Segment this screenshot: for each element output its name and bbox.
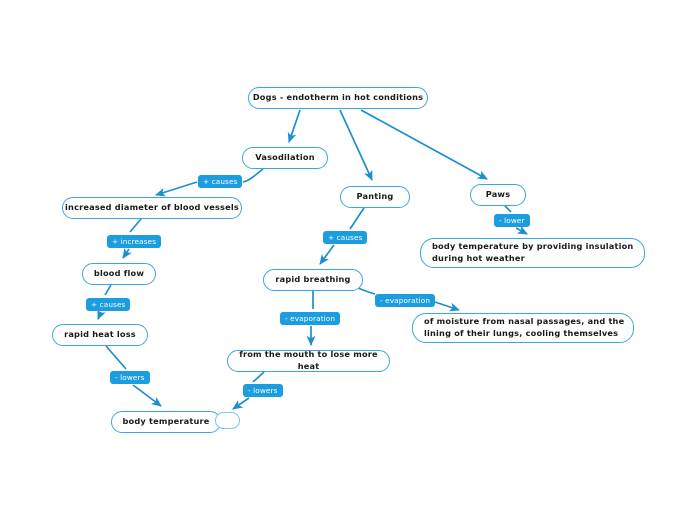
edge-label-causes-panting[interactable]: + causes <box>323 231 368 244</box>
node-paws[interactable]: Paws <box>470 184 526 206</box>
edge-root-paws <box>360 109 488 180</box>
edge-label-text: - lowers <box>115 373 145 382</box>
node-vasodilation[interactable]: Vasodilation <box>242 147 328 169</box>
node-vasodilation-label: Vasodilation <box>255 152 315 163</box>
edge-panting-label <box>349 207 365 230</box>
edge-vasodilation-label <box>242 168 264 183</box>
edge-label-text: - evaporation <box>285 314 336 323</box>
node-from-the-mouth[interactable]: from the mouth to lose more heat <box>227 349 390 372</box>
node-root-label: Dogs - endotherm in hot conditions <box>252 92 424 103</box>
node-rapid-heat-loss[interactable]: rapid heat loss <box>52 324 148 346</box>
edge-label-text: - lower <box>499 216 525 225</box>
node-insulation[interactable]: body temperature by providing insulation… <box>420 238 645 268</box>
node-moisture[interactable]: of moisture from nasal passages, and the… <box>412 313 634 343</box>
node-blood-flow-label: blood flow <box>93 268 145 279</box>
node-increased-diameter-label: increased diameter of blood vessels <box>65 202 239 213</box>
edge-mouth-label <box>252 371 265 383</box>
edge-label-lower-paws[interactable]: - lower <box>494 214 530 227</box>
edge-label-bodytemp <box>132 384 162 407</box>
node-rapid-breathing[interactable]: rapid breathing <box>263 269 363 291</box>
edge-label-diameter <box>155 181 198 197</box>
edge-label-lowers-mouth[interactable]: - lowers <box>243 384 283 397</box>
edge-diameter-label <box>129 218 142 233</box>
edge-label-text: - evaporation <box>380 296 431 305</box>
edge-label-causes-vasodilation[interactable]: + causes <box>198 175 243 188</box>
node-paws-label: Paws <box>485 189 511 200</box>
edge-label-causes-blood-flow[interactable]: + causes <box>86 298 131 311</box>
node-rapid-heat-loss-label: rapid heat loss <box>64 329 136 340</box>
node-panting-label: Panting <box>356 191 394 202</box>
edge-label-text: + causes <box>328 233 363 242</box>
edge-heatloss-label <box>105 345 127 370</box>
edge-root-panting <box>339 109 373 181</box>
edge-label-evaporation-moisture[interactable]: - evaporation <box>375 294 436 307</box>
node-root[interactable]: Dogs - endotherm in hot conditions <box>248 87 428 109</box>
node-panting[interactable]: Panting <box>340 186 410 208</box>
edge-label-increases[interactable]: + increases <box>107 235 162 248</box>
edge-label-insulation <box>515 225 528 235</box>
edge-label-stub <box>232 397 250 410</box>
edge-root-vasodilation <box>287 109 301 143</box>
node-moisture-label: of moisture from nasal passages, and the… <box>424 316 625 338</box>
edge-label-bloodflow <box>122 247 132 259</box>
node-from-the-mouth-label: from the mouth to lose more heat <box>239 349 378 371</box>
edge-label-text: + causes <box>203 177 238 186</box>
edge-paws-label <box>504 205 512 213</box>
edge-label-moisture <box>434 301 460 312</box>
node-empty-stub[interactable] <box>215 412 240 429</box>
edge-breathing-evap2 <box>357 287 376 295</box>
node-increased-diameter[interactable]: increased diameter of blood vessels <box>62 197 242 219</box>
edge-label-evaporation-mouth[interactable]: - evaporation <box>280 312 341 325</box>
node-body-temperature-label: body temperature <box>122 416 210 427</box>
node-body-temperature[interactable]: body temperature <box>111 411 221 433</box>
node-rapid-breathing-label: rapid breathing <box>275 274 351 285</box>
edge-bloodflow-label <box>104 284 112 296</box>
edge-label-heatloss <box>97 308 106 320</box>
node-blood-flow[interactable]: blood flow <box>82 263 156 285</box>
edge-label-lowers-heat-loss[interactable]: - lowers <box>110 371 150 384</box>
edge-label-breathing <box>319 244 335 265</box>
node-insulation-label: body temperature by providing insulation… <box>432 241 634 263</box>
edge-label-text: + causes <box>91 300 126 309</box>
edge-label-text: - lowers <box>248 386 278 395</box>
edge-label-text: + increases <box>112 237 157 246</box>
